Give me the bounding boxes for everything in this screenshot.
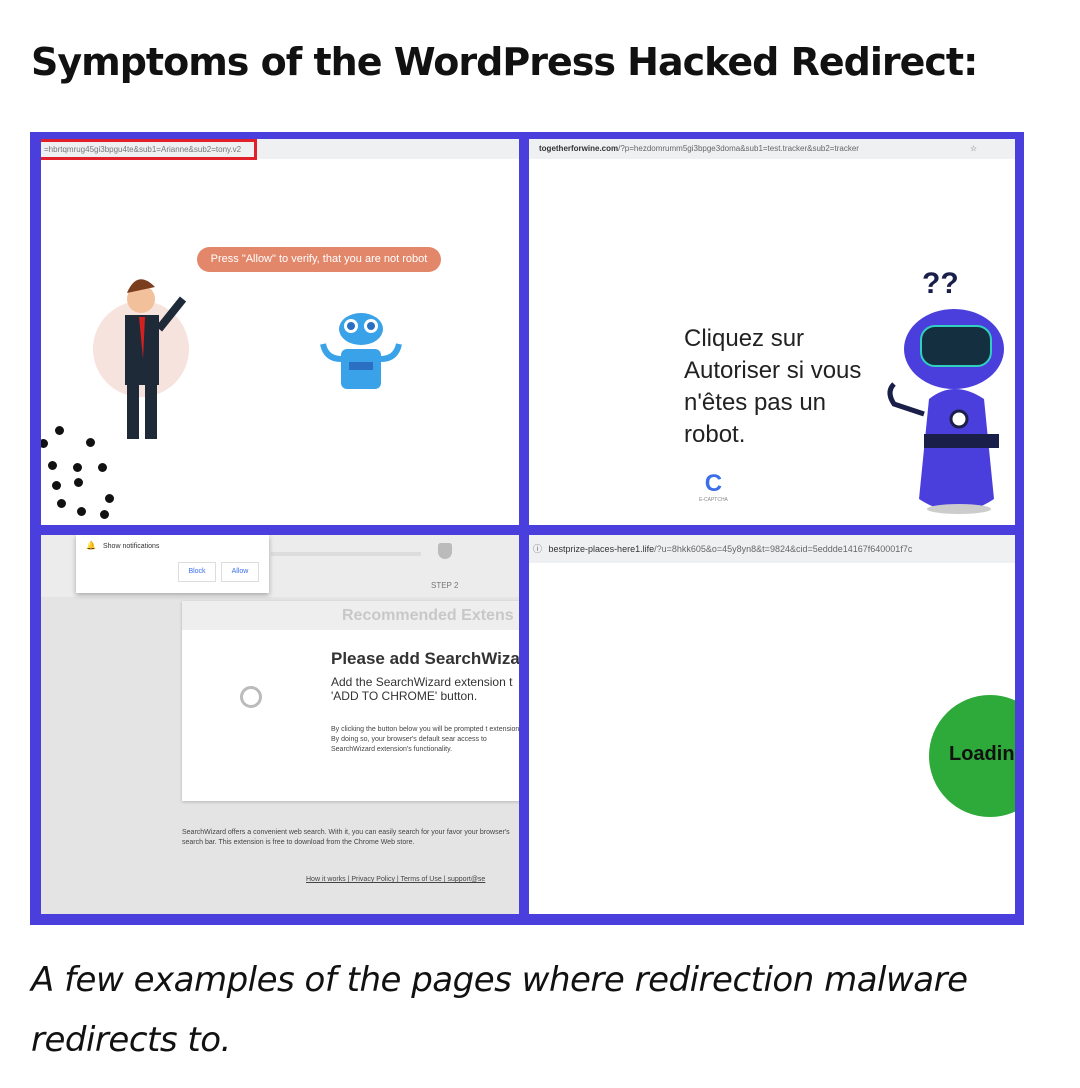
extension-card: Recommended Extens Please add SearchWiza… <box>182 601 519 801</box>
panel-captcha-french: togetherforwine.com/?p=hezdomrumm5gi3bpg… <box>529 139 1015 525</box>
footer-links[interactable]: How it works | Privacy Policy | Terms of… <box>306 876 486 883</box>
url-path: /?p=hezdomrumm5gi3bpge3doma&sub1=test.tr… <box>618 144 859 153</box>
decorative-dot <box>105 494 114 503</box>
card-subtitle: Add the SearchWizard extension t 'ADD TO… <box>331 675 513 703</box>
e-captcha-logo: C E-CAPTCHA <box>699 470 728 504</box>
notification-text: Show notifications <box>103 543 160 550</box>
card-header: Recommended Extens <box>182 601 519 630</box>
card-body: By clicking the button below you will be… <box>331 726 519 753</box>
bell-icon: 🔔 <box>86 541 96 550</box>
captcha-label: E-CAPTCHA <box>699 497 728 503</box>
panel-searchwizard: STEP 2 🔔 Show notifications Block Allow … <box>41 535 519 914</box>
progress-line <box>271 552 421 556</box>
notification-prompt: 🔔 Show notifications Block Allow <box>76 535 269 593</box>
question-marks: ?? <box>922 267 959 300</box>
decorative-dot <box>73 463 82 472</box>
url-domain: bestprize-places-here1.life <box>548 544 655 554</box>
image-caption: A few examples of the pages where redire… <box>31 960 968 1060</box>
address-bar[interactable]: togetherforwine.com/?p=hezdomrumm5gi3bpg… <box>529 139 1015 159</box>
decorative-dot <box>55 426 64 435</box>
captcha-c-icon: C <box>704 470 723 497</box>
robot-illustration <box>320 313 402 389</box>
shield-icon <box>438 543 452 559</box>
url-path: /?u=8hkk605&o=45y8yn8&t=9824&cid=5eddde1… <box>654 544 913 554</box>
address-bar[interactable]: ⓘ bestprize-places-here1.life/?u=8hkk605… <box>529 535 1015 563</box>
allow-button[interactable]: Allow <box>221 562 259 582</box>
speech-bubble: Press "Allow" to verify, that you are no… <box>197 247 441 272</box>
decorative-dot <box>57 499 66 508</box>
decorative-dot <box>52 481 61 490</box>
highlighted-url: =hbrtqmrug45gi3bpgu4te&sub1=Arianne&sub2… <box>41 139 257 160</box>
screenshot-collage: =hbrtqmrug45gi3bpgu4te&sub1=Arianne&sub2… <box>30 132 1024 925</box>
page-heading: Symptoms of the WordPress Hacked Redirec… <box>31 40 978 84</box>
robot-illustration <box>887 309 1004 514</box>
panel-loading: ⓘ bestprize-places-here1.life/?u=8hkk605… <box>529 535 1015 914</box>
star-icon[interactable]: ☆ <box>969 144 977 153</box>
decorative-dot <box>74 478 83 487</box>
card-title: Please add SearchWiza <box>331 649 519 668</box>
info-icon: ⓘ <box>533 544 543 554</box>
url-domain: togetherforwine.com <box>539 144 619 153</box>
step-label: STEP 2 <box>431 581 459 590</box>
footer-text: SearchWizard offers a convenient web sea… <box>182 829 510 846</box>
businessman-illustration <box>93 279 189 439</box>
captcha-message: Cliquez sur Autoriser si vous n'êtes pas… <box>684 325 862 448</box>
decorative-dot <box>86 438 95 447</box>
block-button[interactable]: Block <box>178 562 216 582</box>
loading-circle: Loadin <box>929 695 1015 817</box>
decorative-dot <box>100 510 109 519</box>
loading-text: Loadin <box>949 743 1015 765</box>
address-bar[interactable]: =hbrtqmrug45gi3bpgu4te&sub1=Arianne&sub2… <box>41 139 519 160</box>
decorative-dot <box>77 507 86 516</box>
search-magnifier-icon <box>240 686 262 708</box>
panel-robot-verify: =hbrtqmrug45gi3bpgu4te&sub1=Arianne&sub2… <box>41 139 519 525</box>
decorative-dot <box>41 439 48 448</box>
decorative-dot <box>48 461 57 470</box>
decorative-dot <box>98 463 107 472</box>
